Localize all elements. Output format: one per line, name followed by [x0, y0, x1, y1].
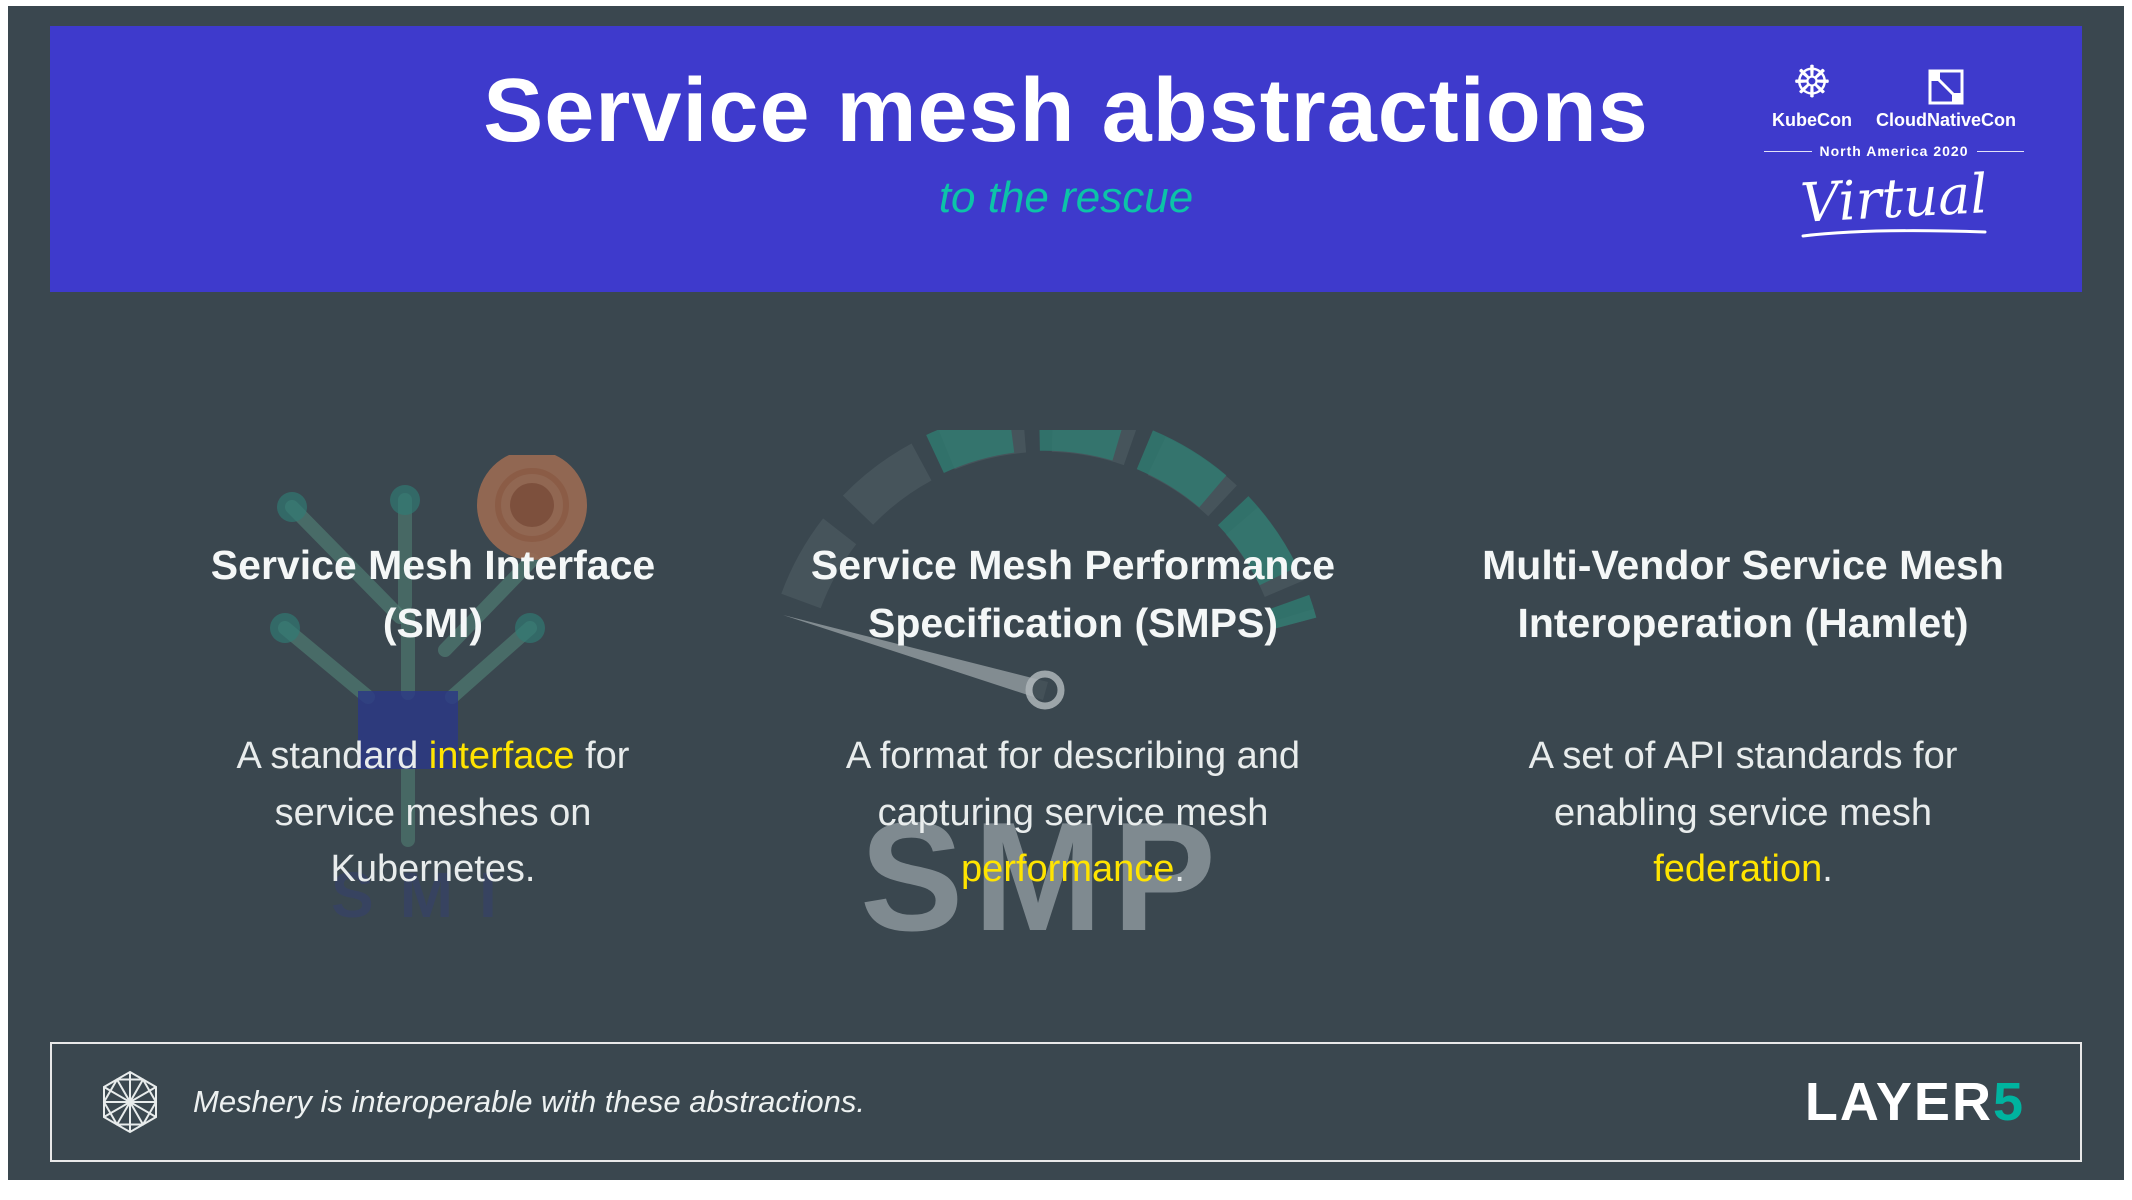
column-smps-heading-line1: Service Mesh Performance: [810, 542, 1336, 588]
footer-note: Meshery is interoperable with these abst…: [193, 1084, 865, 1119]
edition-label: North America 2020: [1819, 143, 1969, 159]
kubernetes-helm-icon: ☸: [1792, 58, 1832, 107]
footer-bar: Meshery is interoperable with these abst…: [50, 1042, 2082, 1162]
column-smps-body-pre: A format for describing and capturing se…: [845, 735, 1301, 834]
column-smps-heading-line2: Specification (SMPS): [867, 600, 1279, 647]
column-hamlet: Multi-Vendor Service Mesh Interoperation…: [1403, 536, 2083, 897]
column-smi-heading-line2: (SMI): [382, 600, 484, 647]
column-smi-body-pre: A standard: [236, 735, 429, 778]
virtual-underline-flourish: [1801, 229, 1987, 238]
column-hamlet-body: A set of API standards for enabling serv…: [1498, 728, 1988, 897]
column-smps-body-post: .: [1174, 847, 1185, 890]
page-title: Service mesh abstractions: [483, 61, 1649, 161]
kubecon-logo: ☸ KubeCon: [1760, 60, 1864, 131]
cloudnativecon-label: CloudNativeCon: [1876, 110, 2017, 130]
column-smi-body-highlight: interface: [428, 735, 575, 778]
column-smi-body-post: for service meshes on Kubernetes.: [274, 735, 630, 890]
kubecon-label: KubeCon: [1772, 110, 1852, 130]
edition-rule-left: [1764, 150, 1812, 152]
event-edition: North America 2020: [1764, 143, 2025, 159]
column-smi-heading-line1: Service Mesh Interface: [210, 542, 656, 588]
column-hamlet-heading: Multi-Vendor Service Mesh Interoperation…: [1403, 536, 2083, 652]
column-hamlet-heading-line1: Multi-Vendor Service Mesh: [1482, 542, 2004, 588]
column-hamlet-body-highlight: federation: [1653, 847, 1823, 890]
cloudnativecon-icon: [1928, 69, 1964, 105]
slide: Service mesh abstractions to the rescue …: [8, 6, 2124, 1180]
edition-rule-right: [1976, 150, 2025, 152]
column-hamlet-body-pre: A set of API standards for enabling serv…: [1528, 735, 1958, 834]
event-badge-logos: ☸ KubeCon CloudNativeCon: [1764, 60, 2024, 131]
column-smps-body: A format for describing and capturing se…: [816, 728, 1331, 897]
column-smi: Service Mesh Interface (SMI) A standard …: [108, 536, 758, 897]
header-banner: Service mesh abstractions to the rescue …: [50, 26, 2082, 292]
cloudnativecon-logo: CloudNativeCon: [1864, 60, 2028, 131]
layer5-logo-accent: 5: [1992, 1072, 2025, 1132]
meshery-logo-icon: [102, 1070, 158, 1134]
event-badge: ☸ KubeCon CloudNativeCon North America: [1764, 60, 2025, 240]
layer5-logo: LAYER5: [1805, 1071, 2025, 1133]
column-smi-heading: Service Mesh Interface (SMI): [108, 536, 758, 652]
layer5-logo-main: LAYER: [1804, 1072, 1993, 1132]
column-hamlet-heading-line2: Interoperation (Hamlet): [1517, 600, 1969, 647]
column-smps: Service Mesh Performance Specification (…: [748, 536, 1398, 897]
column-smi-body: A standard interface for service meshes …: [206, 728, 661, 897]
page-subtitle: to the rescue: [938, 173, 1194, 222]
column-hamlet-body-post: .: [1822, 847, 1833, 890]
column-smps-body-highlight: performance: [961, 847, 1175, 890]
column-smps-heading: Service Mesh Performance Specification (…: [748, 536, 1398, 652]
